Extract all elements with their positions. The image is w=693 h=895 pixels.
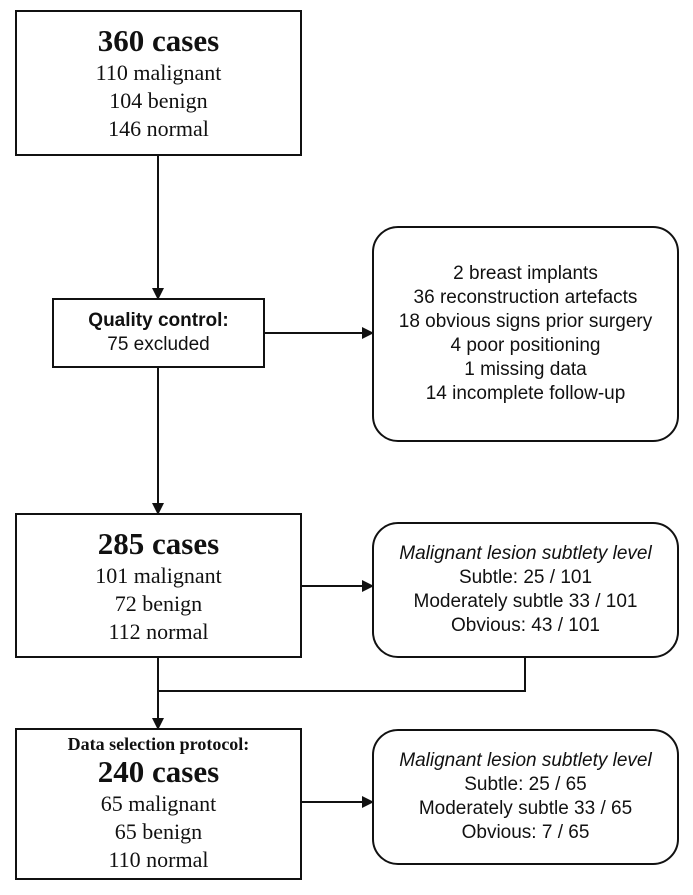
- exclusion-item: 2 breast implants: [453, 263, 598, 284]
- selected-normal: 110 normal: [108, 847, 209, 872]
- subtlety-obvious: Obvious: 7 / 65: [461, 822, 590, 843]
- subtlety-subtle: Subtle: 25 / 65: [464, 774, 587, 795]
- selection-protocol-label: Data selection protocol:: [67, 734, 250, 754]
- subtlety-obvious: Obvious: 43 / 101: [451, 615, 600, 636]
- subtlety-box-240: Malignant lesion subtlety level Subtle: …: [372, 729, 679, 865]
- selected-benign: 65 benign: [114, 819, 203, 844]
- qc-title: Quality control:: [88, 310, 229, 331]
- exclusion-reasons-box: 2 breast implants 36 reconstruction arte…: [372, 226, 679, 442]
- exclusion-item: 4 poor positioning: [450, 335, 601, 356]
- exclusion-item: 14 incomplete follow-up: [425, 383, 626, 404]
- qc-passed-benign: 72 benign: [114, 590, 203, 616]
- initial-benign: 104 benign: [109, 88, 208, 113]
- exclusion-item: 1 missing data: [464, 359, 587, 380]
- qc-excluded: 75 excluded: [107, 334, 210, 355]
- subtlety-box-285: Malignant lesion subtlety level Subtle: …: [372, 522, 679, 658]
- selected-malignant: 65 malignant: [100, 791, 217, 816]
- exclusion-item: 18 obvious signs prior surgery: [398, 311, 653, 332]
- initial-malignant: 110 malignant: [95, 60, 222, 85]
- qc-passed-normal: 112 normal: [108, 618, 209, 644]
- subtlety-heading: Malignant lesion subtlety level: [399, 543, 652, 564]
- initial-cases-box: 360 cases 110 malignant 104 benign 146 n…: [15, 10, 302, 156]
- merge-connector: [157, 657, 526, 692]
- qc-passed-title: 285 cases: [97, 525, 220, 561]
- quality-control-box: Quality control: 75 excluded: [52, 298, 265, 368]
- selected-cases-box: Data selection protocol: 240 cases 65 ma…: [15, 728, 302, 880]
- subtlety-moderate: Moderately subtle 33 / 65: [418, 798, 633, 819]
- qc-passed-cases-box: 285 cases 101 malignant 72 benign 112 no…: [15, 513, 302, 658]
- initial-normal: 146 normal: [108, 116, 209, 141]
- selected-cases-title: 240 cases: [97, 754, 220, 789]
- subtlety-moderate: Moderately subtle 33 / 101: [413, 591, 638, 612]
- initial-cases-title: 360 cases: [97, 23, 220, 58]
- exclusion-item: 36 reconstruction artefacts: [413, 287, 638, 308]
- subtlety-subtle: Subtle: 25 / 101: [458, 567, 593, 588]
- qc-passed-malignant: 101 malignant: [95, 562, 222, 588]
- subtlety-heading: Malignant lesion subtlety level: [399, 750, 652, 771]
